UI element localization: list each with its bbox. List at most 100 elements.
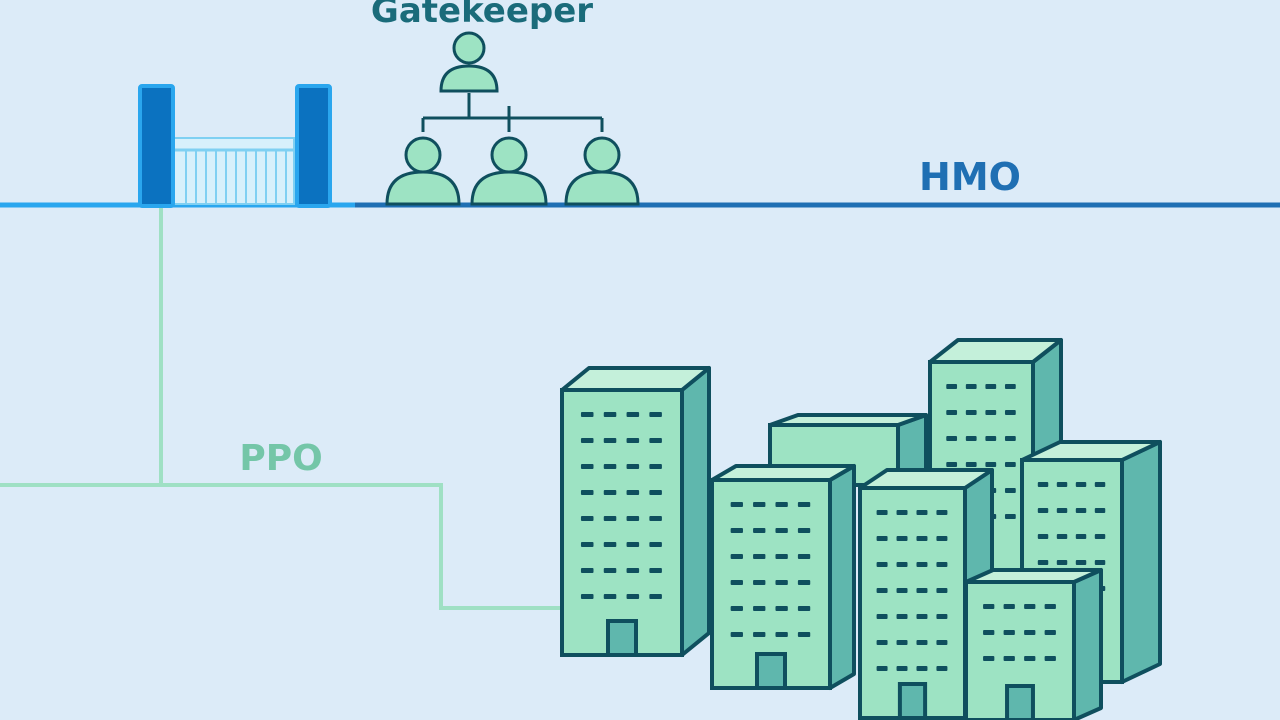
building-window — [985, 384, 997, 389]
building-window — [1094, 534, 1106, 539]
building-window — [1004, 436, 1016, 441]
building-side — [1072, 568, 1103, 720]
building-window — [1004, 410, 1016, 415]
building-window — [603, 542, 617, 547]
building-window — [916, 666, 928, 671]
building-window — [603, 412, 617, 417]
building-window — [983, 656, 995, 661]
building-window — [896, 510, 908, 515]
building-window — [603, 490, 617, 495]
building-window — [649, 412, 662, 417]
building-window — [730, 580, 743, 585]
person-icon — [564, 136, 640, 206]
building-window — [936, 510, 948, 515]
building-window — [580, 412, 594, 417]
building-window — [580, 464, 594, 469]
building-side — [1120, 440, 1162, 684]
gate-post-right — [295, 84, 332, 208]
building-window — [753, 528, 766, 533]
building-window — [1037, 560, 1049, 565]
building-window — [916, 588, 928, 593]
building-window — [649, 464, 662, 469]
building-door — [897, 682, 928, 720]
building-window — [946, 410, 958, 415]
building-window — [1004, 384, 1016, 389]
building-window — [603, 568, 617, 573]
building-window — [936, 640, 948, 645]
building-window — [1044, 630, 1056, 635]
building-window — [775, 502, 788, 507]
building-window — [649, 568, 662, 573]
building-window — [985, 462, 997, 467]
ppo-label: PPO — [239, 438, 322, 479]
building-door — [1005, 684, 1035, 720]
building-window — [797, 606, 811, 611]
ppo-path — [0, 205, 565, 610]
building-window — [936, 588, 948, 593]
building-window — [946, 436, 958, 441]
building-window — [753, 502, 766, 507]
building-window — [916, 562, 928, 567]
building-side — [680, 366, 711, 657]
building-window — [876, 588, 888, 593]
building-window — [985, 410, 997, 415]
gatekeeper-hierarchy — [385, 31, 640, 206]
building-window — [580, 516, 594, 521]
building-window — [775, 632, 788, 637]
building-window — [753, 580, 766, 585]
building-window — [603, 594, 617, 599]
building-window — [626, 542, 640, 547]
building-window — [1003, 656, 1015, 661]
building-window — [730, 632, 743, 637]
building-window — [876, 666, 888, 671]
building-window — [1094, 508, 1106, 513]
building-window — [936, 666, 948, 671]
building-window — [1044, 604, 1056, 609]
building-window — [916, 536, 928, 541]
building-window — [649, 438, 662, 443]
building-window — [876, 562, 888, 567]
building-window — [1004, 514, 1016, 519]
building-window — [946, 384, 958, 389]
building-window — [775, 528, 788, 533]
building-window — [730, 606, 743, 611]
building-window — [896, 588, 908, 593]
building-window — [753, 554, 766, 559]
building-window — [649, 516, 662, 521]
building-window — [896, 666, 908, 671]
building-window — [775, 606, 788, 611]
building-window — [626, 594, 640, 599]
building-roof — [560, 366, 711, 392]
building-roof — [710, 464, 856, 482]
building-window — [916, 510, 928, 515]
building-window — [775, 554, 788, 559]
building-window — [730, 502, 743, 507]
building-window — [1024, 656, 1036, 661]
building-window — [1075, 560, 1087, 565]
building-window — [896, 536, 908, 541]
building-window — [896, 614, 908, 619]
building-window — [876, 640, 888, 645]
building-window — [580, 438, 594, 443]
building-window — [876, 614, 888, 619]
building-window — [1044, 656, 1056, 661]
building-window — [1056, 560, 1068, 565]
building-window — [1037, 482, 1049, 487]
building-window — [1003, 604, 1015, 609]
building-window — [626, 516, 640, 521]
building-window — [649, 594, 662, 599]
person-icon — [439, 31, 499, 93]
person-icon — [385, 136, 461, 206]
building-window — [983, 604, 995, 609]
building-door — [755, 652, 787, 690]
building-window — [1024, 604, 1036, 609]
building-door — [606, 619, 638, 657]
building-window — [965, 436, 977, 441]
building-window — [580, 490, 594, 495]
person-icon — [470, 136, 548, 206]
building-side — [828, 464, 856, 690]
building-window — [580, 542, 594, 547]
building-window — [580, 568, 594, 573]
building-window — [797, 580, 811, 585]
